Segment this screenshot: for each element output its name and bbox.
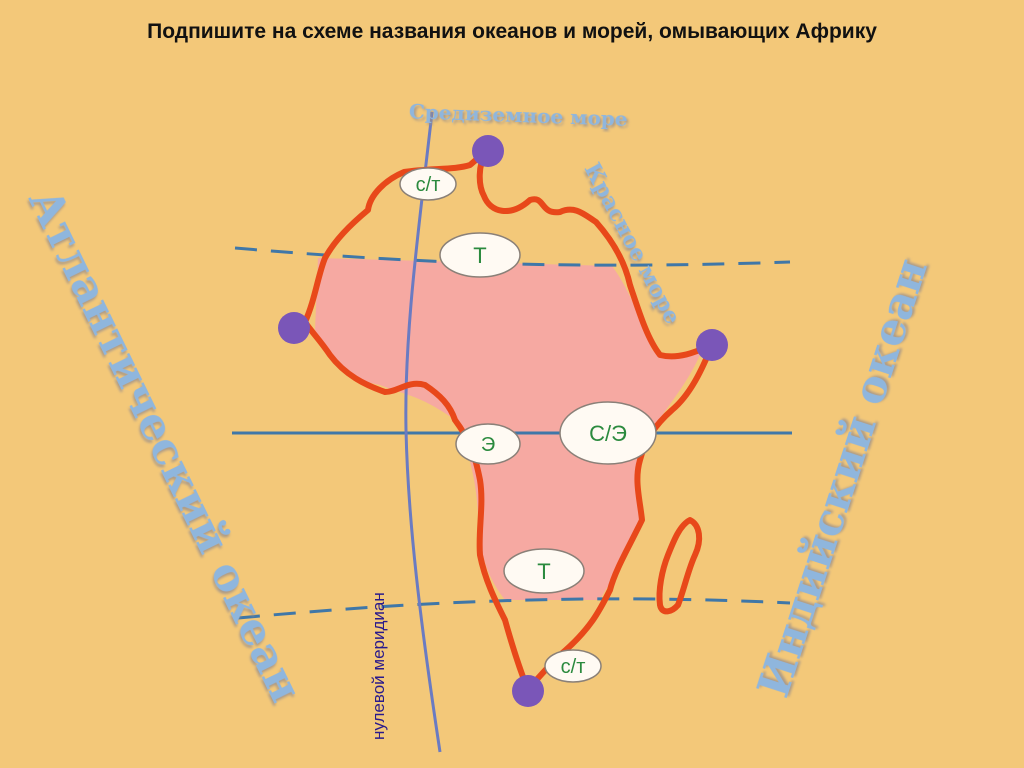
easternmost-point-marker bbox=[696, 329, 728, 361]
page-title: Подпишите на схеме названия океанов и мо… bbox=[147, 20, 877, 43]
mediterranean-sea-label: Средиземное море bbox=[409, 99, 628, 131]
zone-label: Э bbox=[481, 434, 495, 456]
zone-label: Т bbox=[537, 559, 550, 584]
zone-label: с/т bbox=[416, 174, 441, 196]
prime-meridian-line bbox=[404, 111, 442, 753]
zone-badge-subequatorial: С/Э bbox=[559, 401, 657, 465]
zone-badge-south-tropic: Т bbox=[503, 548, 585, 594]
zone-badge-equatorial: Э bbox=[455, 423, 521, 465]
northernmost-point-marker bbox=[472, 135, 504, 167]
zone-label: с/т bbox=[561, 656, 586, 678]
zone-badge-north-tropic: Т bbox=[439, 232, 521, 278]
indian-ocean-label: Индийский океан bbox=[748, 253, 938, 704]
zone-label: Т bbox=[473, 243, 486, 268]
south-tropic-line bbox=[237, 597, 791, 620]
westernmost-point-marker bbox=[278, 312, 310, 344]
southernmost-point-marker bbox=[512, 675, 544, 707]
zone-label: С/Э bbox=[589, 421, 627, 446]
zone-badge-south-subtropic: с/т bbox=[544, 649, 602, 683]
prime-meridian-label: нулевой меридиан bbox=[369, 592, 388, 740]
zone-badge-north-subtropic: с/т bbox=[399, 167, 457, 201]
atlantic-ocean-label: Атлантический океан bbox=[18, 180, 311, 709]
madagascar-island bbox=[656, 517, 703, 615]
